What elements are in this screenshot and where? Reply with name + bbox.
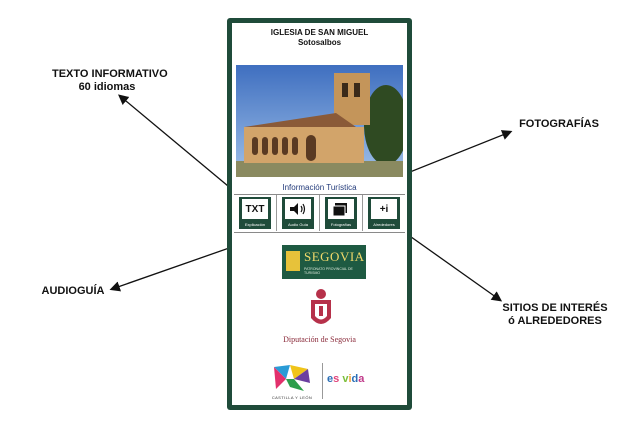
feature-button-row: TXT Explicación Audio Guía [234, 195, 405, 231]
diputacion-crest-icon [311, 289, 331, 324]
explicacion-tile: TXT Explicación [239, 197, 271, 229]
church-photo [236, 65, 403, 177]
explicacion-button[interactable]: TXT Explicación [234, 195, 277, 231]
alrededores-caption: Alrededores [373, 222, 395, 227]
info-plus-glyph: +i [379, 203, 389, 215]
callout-audioguia-label: AUDIOGUÍA [41, 285, 105, 297]
arrow-texto [118, 94, 241, 197]
audio-guia-caption: Audio Guía [287, 222, 308, 227]
alrededores-tile: +i Alrededores [368, 197, 400, 229]
castilla-leon-logo-icon [274, 365, 310, 391]
speaker-icon [285, 199, 311, 219]
explicacion-caption: Explicación [244, 222, 266, 227]
callout-sitios-line1: SITIOS DE INTERÉS [502, 302, 608, 314]
phone-frame: IGLESIA DE SAN MIGUEL Sotosalbos [227, 18, 412, 410]
photo-icon [328, 199, 354, 219]
castilla-leon-name: CASTILLA Y LEÓN [271, 395, 313, 400]
diputacion-name: Diputación de Segovia [283, 335, 356, 344]
segovia-logo-subtitle: PATRONATO PROVINCIAL DE TURISMO [304, 267, 353, 275]
callout-texto-line2: 60 idiomas [78, 81, 136, 93]
callout-sitios-line2: ó ALREDEDORES [508, 315, 602, 327]
title-line2: Sotosalbos [297, 38, 342, 47]
callout-audioguia: AUDIOGUÍA [38, 285, 108, 298]
text-icon-glyph: TXT [245, 203, 265, 215]
text-icon: TXT [242, 199, 268, 219]
divider-top [234, 194, 405, 195]
audio-guia-tile: Audio Guía [282, 197, 314, 229]
segovia-mark-icon [286, 251, 300, 271]
callout-fotografias-label: FOTOGRAFÍAS [519, 118, 599, 130]
fotografias-tile: Fotografías [325, 197, 357, 229]
divider-bottom [234, 232, 405, 233]
callout-sitios-interes: SITIOS DE INTERÉS ó ALREDEDORES [500, 302, 610, 328]
app-screen: IGLESIA DE SAN MIGUEL Sotosalbos [232, 23, 407, 405]
logo-separator [322, 363, 323, 399]
segovia-logo: SEGOVIA PATRONATO PROVINCIAL DE TURISMO [282, 245, 366, 279]
audio-guia-button[interactable]: Audio Guía [277, 195, 320, 231]
es-vida-logo: es vida [327, 373, 365, 385]
title-line1: IGLESIA DE SAN MIGUEL [270, 28, 369, 37]
callout-texto-line1: TEXTO INFORMATIVO [52, 68, 168, 80]
alrededores-button[interactable]: +i Alrededores [363, 195, 405, 231]
callout-texto-informativo: TEXTO INFORMATIVO 60 idiomas [52, 68, 168, 94]
page-title: IGLESIA DE SAN MIGUEL Sotosalbos [232, 28, 407, 48]
segovia-logo-word: SEGOVIA [304, 249, 365, 264]
info-plus-icon: +i [371, 199, 397, 219]
fotografias-button[interactable]: Fotografías [320, 195, 363, 231]
fotografias-caption: Fotografías [330, 222, 352, 227]
info-turistica-label: Información Turística [282, 183, 357, 192]
callout-fotografias: FOTOGRAFÍAS [514, 118, 604, 131]
